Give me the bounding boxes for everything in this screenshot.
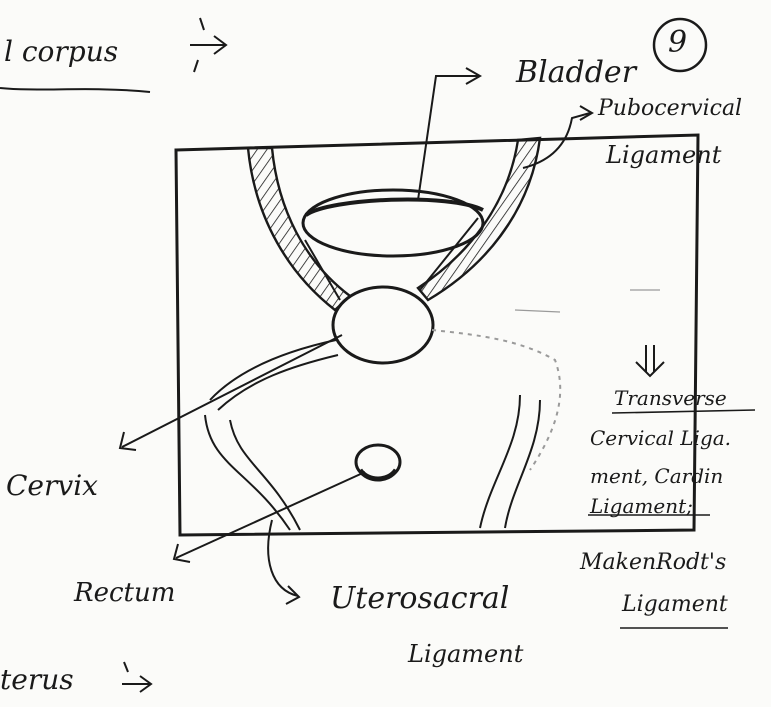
page-number: 9 bbox=[668, 28, 687, 58]
transverse-down-arrow-icon bbox=[636, 345, 664, 376]
transverse-ligament-left bbox=[210, 340, 338, 410]
bottom-heading-arrow-icon bbox=[122, 662, 151, 692]
uterosacral-ligament-left bbox=[205, 415, 300, 530]
cervix-leader-arrow-icon bbox=[120, 335, 342, 450]
pelvic-wall-left bbox=[248, 148, 350, 310]
uterosacral-ligament-right bbox=[480, 395, 540, 528]
label-transverse-5: MakenRodt's bbox=[580, 552, 726, 574]
label-transverse-6: Ligament bbox=[622, 594, 728, 616]
heading-top: l corpus bbox=[4, 38, 118, 66]
label-rectum: Rectum bbox=[74, 580, 175, 606]
label-transverse-2: Cervical Liga. bbox=[590, 428, 731, 448]
bladder-leader-arrow-icon bbox=[418, 68, 480, 200]
heading-bottom: terus bbox=[0, 666, 74, 694]
label-uterosacral-2: Ligament bbox=[408, 642, 523, 666]
label-uterosacral: Uterosacral bbox=[330, 584, 509, 614]
label-pubocervical: Pubocervical bbox=[598, 98, 742, 120]
label-pubocervical-2: Ligament bbox=[606, 143, 721, 167]
label-transverse: Transverse bbox=[614, 388, 727, 408]
label-transverse-3: ment, Cardin bbox=[590, 466, 723, 486]
label-cervix: Cervix bbox=[6, 472, 98, 500]
rectum-leader-arrow-icon bbox=[174, 472, 365, 562]
heading-underline bbox=[0, 88, 150, 92]
cervix-shape bbox=[333, 287, 433, 363]
transverse-ligament-right bbox=[432, 330, 560, 470]
label-bladder: Bladder bbox=[516, 58, 636, 88]
heading-arrow-icon bbox=[190, 18, 226, 72]
label-transverse-4: Ligament; bbox=[590, 496, 693, 516]
pelvic-wall-right bbox=[418, 138, 540, 300]
